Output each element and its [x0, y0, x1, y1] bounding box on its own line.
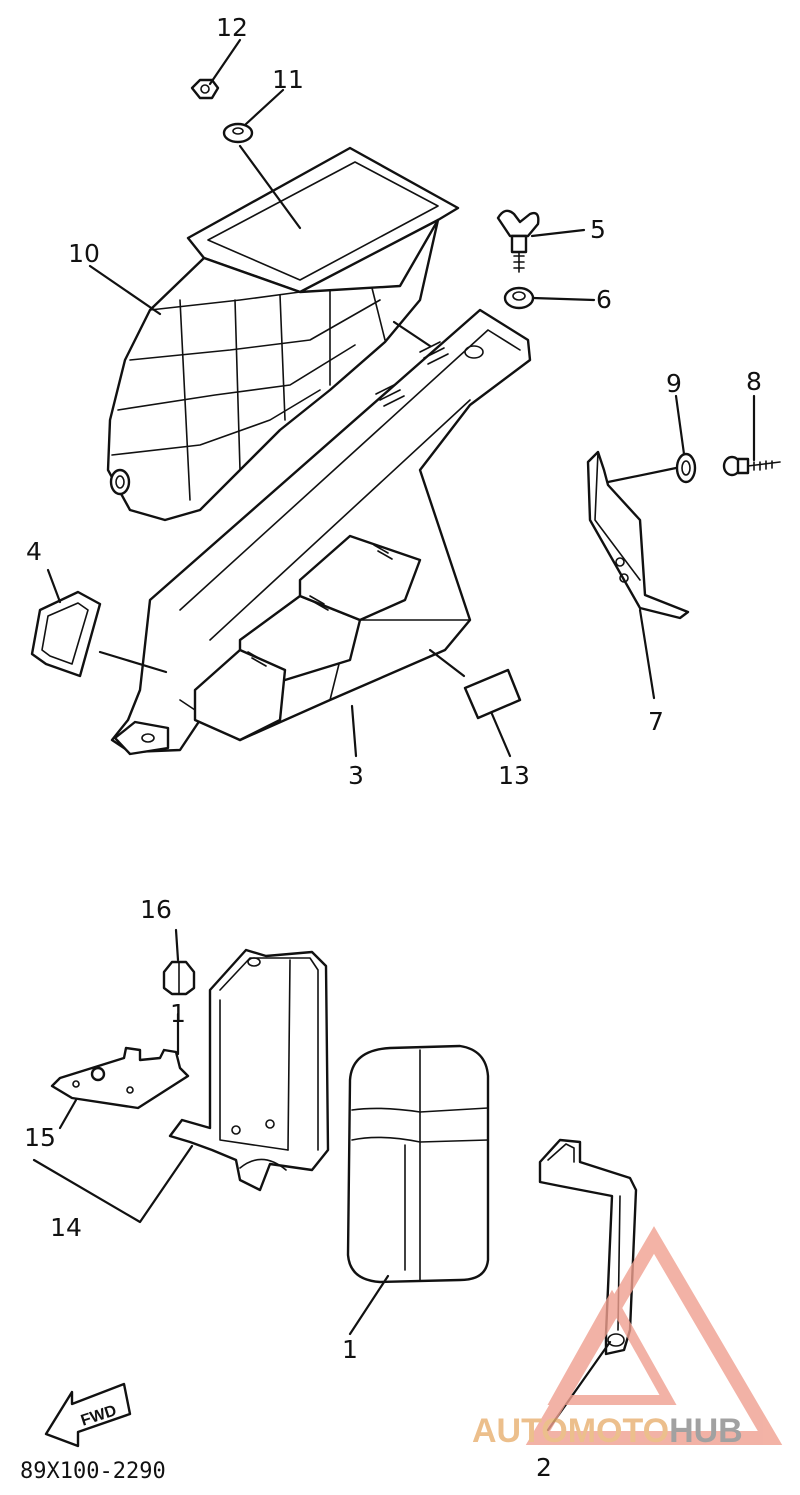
callout-1-upper: 1 [170, 999, 186, 1028]
part-13-pad [463, 668, 522, 720]
callout-12: 12 [216, 13, 248, 42]
leader-lines [32, 38, 756, 1432]
part-15-plate [50, 1046, 190, 1110]
fwd-arrow: FWD [44, 1382, 132, 1448]
part-3-cover-tray [110, 308, 532, 756]
callout-16: 16 [140, 895, 172, 924]
part-14-bracket [168, 948, 330, 1192]
part-1-module-box [346, 1044, 490, 1284]
part-4-seal [30, 590, 102, 678]
callout-11: 11 [272, 65, 304, 94]
callout-13: 13 [498, 761, 530, 790]
part-10-air-duct [106, 146, 460, 522]
part-7-bracket [586, 450, 690, 620]
callout-1: 1 [342, 1335, 358, 1364]
callout-10: 10 [68, 239, 100, 268]
part-8-screw [722, 455, 781, 477]
callout-4: 4 [26, 537, 42, 566]
part-11-washer [222, 122, 254, 144]
callout-8: 8 [746, 367, 762, 396]
callout-2: 2 [536, 1453, 552, 1482]
callout-9: 9 [666, 369, 682, 398]
callout-6: 6 [596, 285, 612, 314]
callout-7: 7 [648, 707, 664, 736]
triangle-logo-icon [525, 1226, 783, 1445]
watermark: AUTOMOTOHUB [472, 1226, 783, 1450]
callout-15: 15 [24, 1123, 56, 1152]
svg-text:AUTOMOTOHUB: AUTOMOTOHUB [472, 1412, 743, 1450]
callout-3: 3 [348, 761, 364, 790]
part-12-nut [190, 78, 220, 100]
part-6-grommet [503, 286, 535, 310]
callout-14: 14 [50, 1213, 82, 1242]
callout-5: 5 [590, 215, 606, 244]
part-16-nut [162, 960, 196, 996]
watermark-text-part1: AUTOMOTO [472, 1412, 669, 1450]
part-9-washer [675, 452, 697, 484]
part-5-wing-bolt [496, 209, 540, 273]
watermark-text-part2: HUB [669, 1412, 743, 1450]
callout-labels: 12 11 10 5 6 9 8 4 7 3 13 16 1 15 14 1 2 [24, 13, 762, 1482]
diagram-code: 89X100-2290 [20, 1459, 166, 1484]
